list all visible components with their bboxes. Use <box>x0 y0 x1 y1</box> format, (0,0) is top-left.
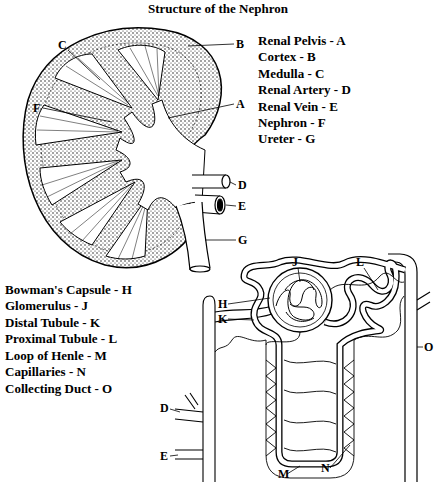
renal-artery <box>192 175 230 188</box>
vessel-wall <box>175 450 203 459</box>
callout-letter: D <box>160 401 169 415</box>
leader-line <box>188 44 234 46</box>
leader-line <box>170 455 178 456</box>
callout-letter: D <box>238 178 247 192</box>
capillary-tuft <box>285 280 314 321</box>
callout-letter: H <box>218 297 227 311</box>
leader-line <box>364 268 378 290</box>
callout-letter: A <box>236 97 245 111</box>
striation <box>118 200 147 259</box>
renal-tubule <box>244 259 405 464</box>
ureter <box>176 202 210 272</box>
leader-line <box>68 50 100 80</box>
nephron-leader-lines <box>170 268 423 474</box>
callout-letter: J <box>292 255 298 269</box>
leader-line <box>205 240 236 241</box>
capillary <box>215 336 266 352</box>
callout-letter: K <box>218 312 227 326</box>
vessel-wall <box>185 393 198 409</box>
callout-letter: O <box>424 340 433 354</box>
capillary-network <box>215 273 404 478</box>
capillary <box>330 273 404 290</box>
vessel-wall <box>175 409 203 422</box>
key-entry: Renal Vein - E <box>258 100 338 114</box>
capillary-tuft <box>276 280 322 320</box>
kidney-leader-lines <box>43 44 236 240</box>
artery-tube <box>192 175 226 188</box>
vessel-wall <box>203 296 215 482</box>
key-entry: Loop of Henle - M <box>5 349 107 363</box>
capillary <box>284 360 336 452</box>
key-entry: Proximal Tubule - L <box>5 332 117 346</box>
key-entry: Bowman's Capsule - H <box>5 283 132 297</box>
key-entry: Nephron - F <box>258 116 326 130</box>
pyramid <box>118 45 165 100</box>
key-entry: Capillaries - N <box>5 365 86 379</box>
duct-wall <box>417 292 430 310</box>
key-entry: Renal Pelvis - A <box>258 34 346 48</box>
ureter-wall <box>176 202 210 270</box>
key-entry: Glomerulus - J <box>5 299 88 313</box>
callout-letter: C <box>58 38 67 52</box>
glomerulus <box>276 280 322 322</box>
diagram-title: Structure of the Nephron <box>0 1 436 17</box>
tubule-wall <box>244 259 405 464</box>
striation <box>42 161 118 197</box>
striation <box>70 184 132 241</box>
capillary <box>344 360 354 456</box>
leader-line <box>226 205 236 206</box>
leader-line <box>228 319 254 320</box>
artery-end <box>222 175 230 188</box>
leader-line <box>43 108 112 122</box>
tubule-lumen <box>244 259 405 464</box>
callout-letter: E <box>238 199 246 213</box>
leader-line <box>170 409 180 412</box>
callout-letter: E <box>160 449 168 463</box>
callout-letter: F <box>33 101 40 115</box>
leader-line <box>168 104 234 118</box>
vein-lumen <box>218 199 223 211</box>
key-entry: Ureter - G <box>258 132 315 146</box>
vein-end <box>215 196 225 214</box>
ureter-end <box>190 266 210 272</box>
ureter-tube <box>176 202 210 270</box>
capillary <box>266 340 354 478</box>
key-entry: Collecting Duct - O <box>5 382 112 396</box>
key-entry: Renal Artery - D <box>258 83 351 97</box>
leader-line <box>228 298 270 304</box>
pyramid <box>55 54 132 108</box>
striation <box>130 46 159 96</box>
leader-line <box>298 268 300 282</box>
key-entry: Distal Tubule - K <box>5 316 100 330</box>
callout-letter: G <box>238 233 247 247</box>
capillary <box>266 332 300 345</box>
leader-line <box>417 347 423 348</box>
bowmans-capsule <box>268 268 332 332</box>
callout-letter: B <box>236 37 244 51</box>
key-entry: Medulla - C <box>258 67 324 81</box>
callout-letter: M <box>278 467 289 481</box>
leader-line <box>330 445 350 468</box>
striation <box>37 116 118 132</box>
capsule-outer <box>268 268 332 332</box>
callout-letter: L <box>356 255 364 269</box>
pyramid <box>35 105 122 145</box>
striation <box>66 58 129 105</box>
leader-line <box>230 182 236 185</box>
artery-wall <box>192 175 226 188</box>
capillary <box>266 360 276 456</box>
capillary <box>354 296 404 340</box>
callout-letter: N <box>321 461 330 475</box>
key-entry: Cortex - B <box>258 50 316 64</box>
renal-pelvis <box>116 100 205 210</box>
